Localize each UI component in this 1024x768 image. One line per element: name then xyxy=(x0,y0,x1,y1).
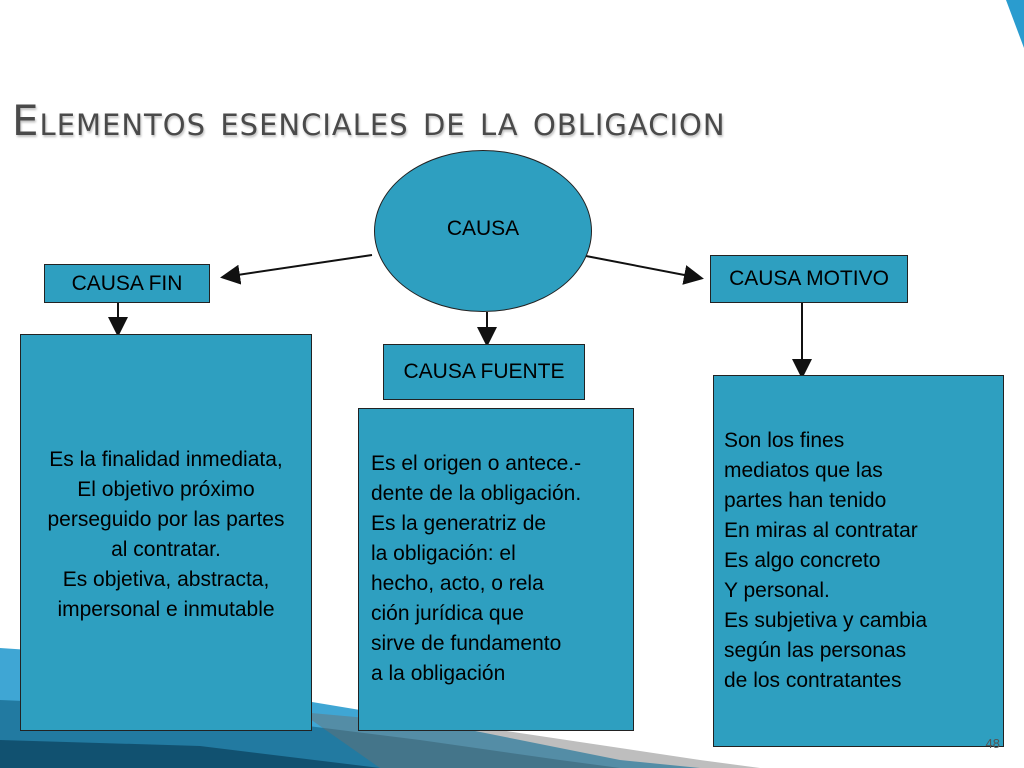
causa-fuente-description: Es el origen o antece.- dente de la obli… xyxy=(358,408,634,731)
causa-motivo-description: Son los fines mediatos que las partes ha… xyxy=(713,375,1004,747)
slide-title: Elementos esenciales de la obligacion xyxy=(12,96,726,145)
causa-fin-description: Es la finalidad inmediata, El objetivo p… xyxy=(20,334,312,731)
causa-motivo-label: CAUSA MOTIVO xyxy=(729,267,889,290)
arrow-to-causa-motivo xyxy=(585,255,704,285)
causa-node: CAUSA xyxy=(374,150,592,312)
causa-fuente-label: CAUSA FUENTE xyxy=(403,360,565,383)
causa-fin-node: CAUSA FIN xyxy=(44,264,210,303)
causa-motivo-text: Son los fines mediatos que las partes ha… xyxy=(724,429,928,692)
causa-fin-text: Es la finalidad inmediata, El objetivo p… xyxy=(47,448,285,621)
causa-motivo-node: CAUSA MOTIVO xyxy=(710,255,908,303)
page-number: 48 xyxy=(985,736,1000,751)
causa-fuente-node: CAUSA FUENTE xyxy=(383,344,585,400)
causa-node-label: CAUSA xyxy=(446,217,520,240)
causa-fuente-text: Es el origen o antece.- dente de la obli… xyxy=(371,452,582,685)
causa-fin-label: CAUSA FIN xyxy=(71,271,183,295)
arrow-to-causa-fin xyxy=(220,254,373,285)
